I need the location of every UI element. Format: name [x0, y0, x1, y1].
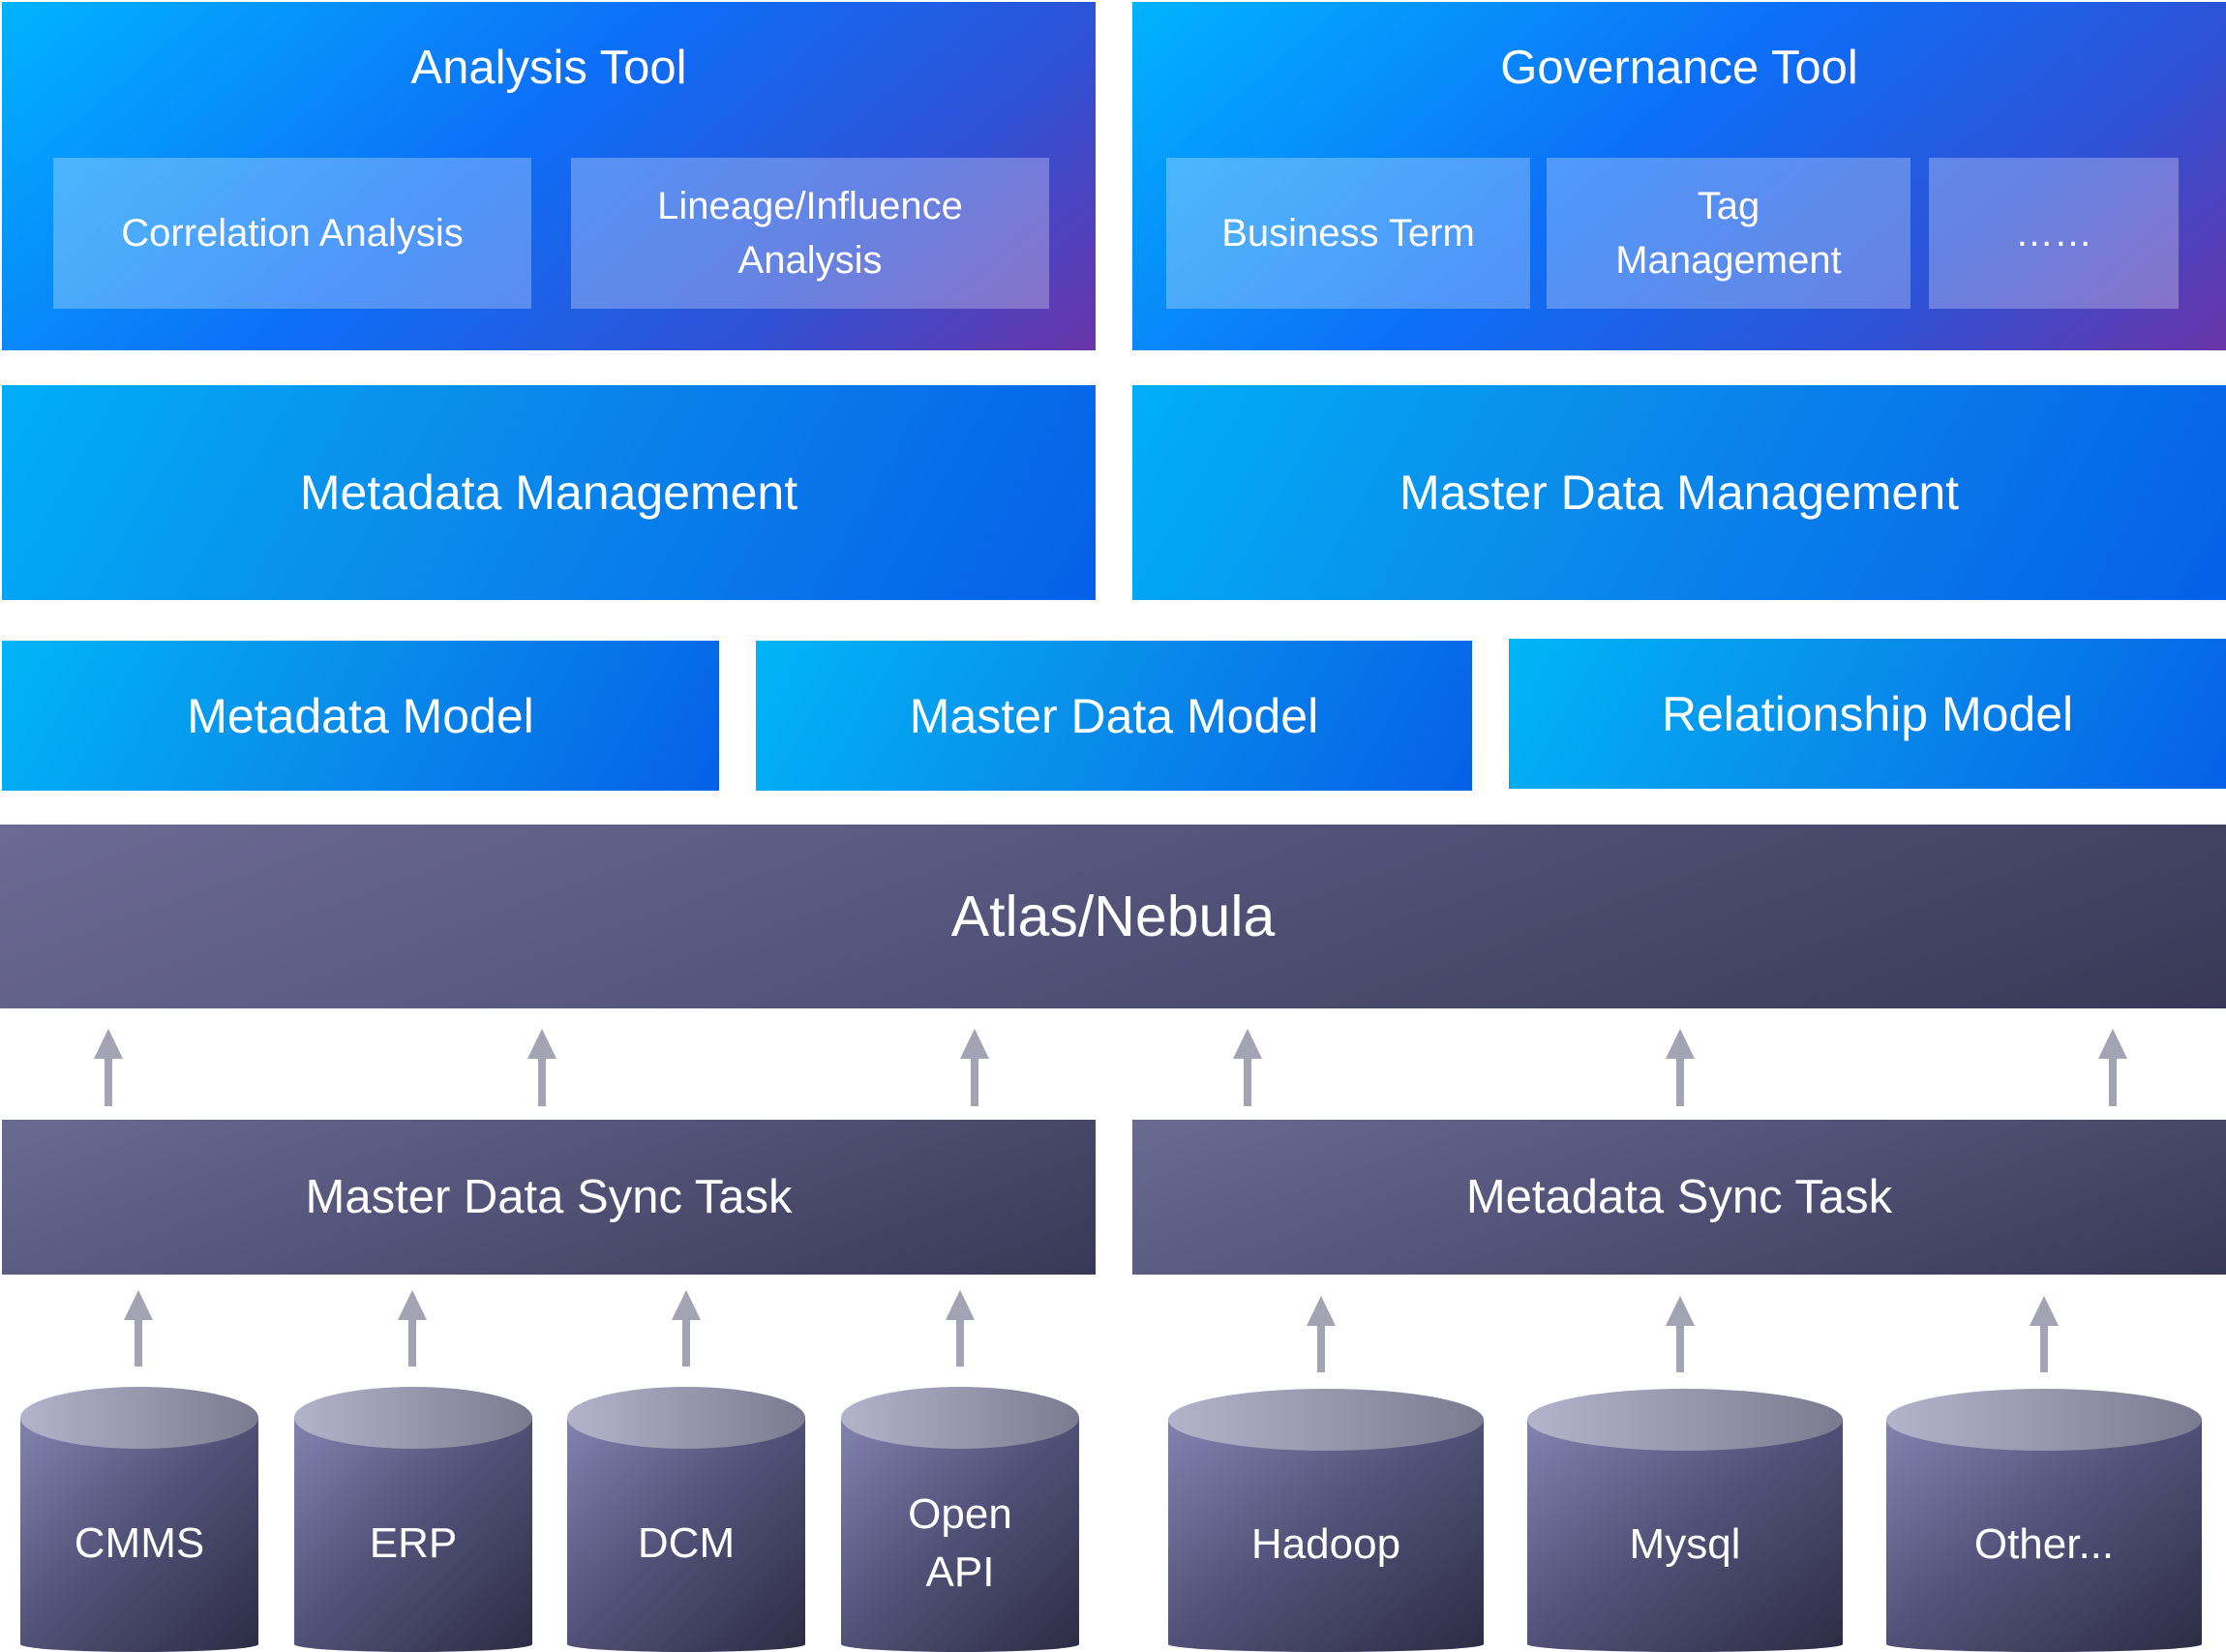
- cylinder-icon: [841, 1387, 1079, 1652]
- cylinder-icon: [1168, 1389, 1484, 1652]
- tag-management-box: Tag Management: [1547, 158, 1910, 309]
- master-data-management-label: Master Data Management: [1399, 466, 1960, 520]
- relationship-model-label: Relationship Model: [1661, 686, 2074, 741]
- cmms-database: CMMS: [20, 1387, 258, 1652]
- arrow-up-icon: [946, 1290, 975, 1367]
- atlas-nebula-label: Atlas/Nebula: [950, 885, 1276, 948]
- dcm-database: DCM: [567, 1387, 805, 1652]
- business-term-label: Business Term: [1221, 212, 1475, 255]
- erp-database: ERP: [294, 1387, 532, 1652]
- cylinder-body: [1886, 1420, 2202, 1652]
- metadata-model-label: Metadata Model: [187, 688, 534, 743]
- master-data-sync-task-label: Master Data Sync Task: [305, 1171, 793, 1223]
- metadata-sync-task-label: Metadata Sync Task: [1465, 1171, 1893, 1223]
- cylinder-body: [567, 1418, 805, 1652]
- cylinder-body: [294, 1418, 532, 1652]
- lineage-influence-analysis-box: Lineage/Influence Analysis: [571, 158, 1049, 309]
- arrow-up-icon: [960, 1029, 989, 1106]
- arrow-up-icon: [1307, 1296, 1336, 1372]
- tag-management-label: Tag Management: [1615, 185, 1842, 282]
- mysql-database: Mysql: [1527, 1389, 1843, 1652]
- cylinder-body: [1527, 1420, 1843, 1652]
- governance-tool-panel: Governance Tool Business Term Tag Manage…: [1132, 2, 2226, 350]
- master-data-sync-task-box: Master Data Sync Task: [2, 1120, 1096, 1275]
- cylinder-top: [1527, 1389, 1843, 1451]
- cylinder-body: [1168, 1420, 1484, 1652]
- more-tools-box: ……: [1929, 158, 2179, 309]
- metadata-sync-task-box: Metadata Sync Task: [1132, 1120, 2226, 1275]
- hadoop-label: Hadoop: [1250, 1520, 1401, 1568]
- arrow-up-icon: [1233, 1029, 1262, 1106]
- metadata-management-box: Metadata Management: [2, 385, 1096, 600]
- cylinder-top: [567, 1387, 805, 1449]
- arrow-up-icon: [94, 1029, 123, 1106]
- arrow-up-icon: [2030, 1296, 2059, 1372]
- cylinder-body: [841, 1418, 1079, 1652]
- governance-tool-title: Governance Tool: [1500, 42, 1858, 94]
- cylinder-icon: [294, 1387, 532, 1652]
- arrow-up-icon: [398, 1290, 427, 1367]
- open-api-database: Open API: [841, 1387, 1079, 1652]
- other-database: Other...: [1886, 1389, 2202, 1652]
- open-api-label: Open API: [908, 1490, 1012, 1596]
- cylinder-icon: [1886, 1389, 2202, 1652]
- metadata-management-label: Metadata Management: [299, 466, 798, 520]
- arrow-up-icon: [1666, 1029, 1695, 1106]
- relationship-model-box: Relationship Model: [1509, 639, 2226, 789]
- metadata-model-box: Metadata Model: [2, 641, 719, 791]
- arrow-up-icon: [1666, 1296, 1695, 1372]
- cylinder-icon: [1527, 1389, 1843, 1652]
- correlation-analysis-label: Correlation Analysis: [121, 212, 464, 255]
- cylinder-top: [294, 1387, 532, 1449]
- master-data-model-box: Master Data Model: [756, 641, 1472, 791]
- cylinder-body: [20, 1418, 258, 1652]
- cmms-label: CMMS: [74, 1519, 205, 1567]
- cylinder-top: [20, 1387, 258, 1449]
- more-tools-label: ……: [2015, 212, 2092, 255]
- cylinder-top: [1886, 1389, 2202, 1451]
- other-label: Other...: [1973, 1520, 2115, 1568]
- lineage-influence-analysis-label: Lineage/Influence Analysis: [657, 185, 963, 282]
- erp-label: ERP: [369, 1519, 458, 1567]
- arrow-up-icon: [124, 1290, 153, 1367]
- cylinder-top: [841, 1387, 1079, 1449]
- arrow-up-icon: [527, 1029, 556, 1106]
- master-data-model-label: Master Data Model: [909, 688, 1319, 743]
- hadoop-database: Hadoop: [1168, 1389, 1484, 1652]
- cylinder-top: [1168, 1389, 1484, 1451]
- analysis-tool-panel: Analysis Tool Correlation Analysis Linea…: [2, 2, 1096, 350]
- dcm-label: DCM: [637, 1519, 736, 1567]
- cylinder-icon: [567, 1387, 805, 1652]
- master-data-management-box: Master Data Management: [1132, 385, 2226, 600]
- business-term-box: Business Term: [1166, 158, 1530, 309]
- arrow-up-icon: [672, 1290, 701, 1367]
- correlation-analysis-box: Correlation Analysis: [53, 158, 531, 309]
- cylinder-icon: [20, 1387, 258, 1652]
- atlas-nebula-platform: Atlas/Nebula: [0, 825, 2226, 1008]
- mysql-label: Mysql: [1629, 1520, 1741, 1568]
- analysis-tool-title: Analysis Tool: [410, 42, 687, 94]
- arrow-up-icon: [2098, 1029, 2127, 1106]
